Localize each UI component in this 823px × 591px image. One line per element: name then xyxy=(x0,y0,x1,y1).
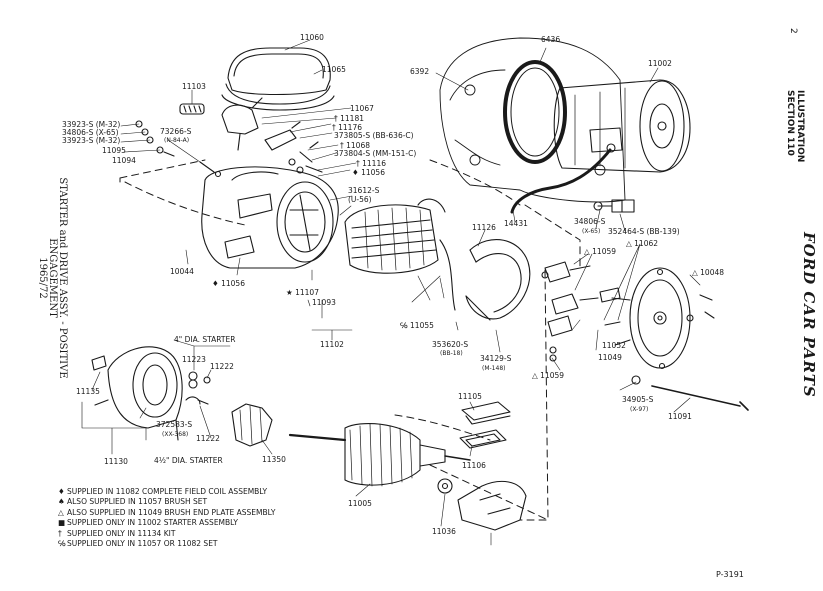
part-label: 33923-S (M-32) xyxy=(62,136,121,145)
part-label: 11067 xyxy=(350,104,374,113)
part-label: 11106 xyxy=(462,461,486,470)
part-label: △ 11059 xyxy=(532,371,565,380)
part-label: △ 11059 xyxy=(584,247,617,256)
part-label: 11094 xyxy=(112,156,136,165)
part-label: △ 11062 xyxy=(626,239,659,248)
part-label: 11103 xyxy=(182,82,206,91)
legend-item: †SUPPLIED ONLY IN 11134 KIT xyxy=(58,528,176,538)
part-label: (M-148) xyxy=(482,365,506,372)
part-label: 31612-S xyxy=(348,186,380,195)
part-label: 34129-S xyxy=(480,354,512,363)
part-label: 11091 xyxy=(668,412,692,421)
section-heading: ILLUSTRATION SECTION 110 xyxy=(785,90,805,163)
legend-item: ♠ALSO SUPPLIED IN 11057 BRUSH SET xyxy=(58,497,208,507)
page-number: 2 xyxy=(788,28,798,34)
washer-11036 xyxy=(437,478,453,494)
part-label: (U-56) xyxy=(348,195,372,204)
part-label: 11005 xyxy=(348,499,372,508)
plunger-lever xyxy=(221,97,263,151)
part-label: 11052 xyxy=(602,341,626,350)
field-coil xyxy=(344,198,456,311)
part-label: 11130 xyxy=(104,457,128,466)
part-label: ♦ 11056 xyxy=(212,279,245,288)
part-label: 373805-S (BB-636-C) xyxy=(334,131,414,140)
part-label: 11102 xyxy=(320,340,344,349)
part-label: † 11068 xyxy=(340,141,370,150)
shift-lever-bracket xyxy=(457,480,527,531)
part-label: † 11181 xyxy=(334,114,364,123)
legend-item: ℅SUPPLIED ONLY IN 11057 OR 11082 SET xyxy=(58,539,218,549)
legend-item: △ALSO SUPPLIED IN 11049 BRUSH END PLATE … xyxy=(58,507,276,517)
part-label: 11093 xyxy=(312,298,336,307)
part-label: 11222 xyxy=(210,362,234,371)
starter-drive-11350 xyxy=(231,403,273,447)
mount-bolt xyxy=(597,199,635,213)
armature-11005 xyxy=(288,423,471,487)
seal-ring-6436 xyxy=(503,60,567,164)
part-label: 11350 xyxy=(262,455,286,464)
part-label: (XX-368) xyxy=(162,431,189,438)
part-label: 11060 xyxy=(300,33,324,42)
end-plate-11049 xyxy=(611,267,694,370)
drive-end-housing xyxy=(91,346,183,441)
brush-cover xyxy=(221,47,335,111)
brand-title: FORD CAR PARTS xyxy=(800,232,818,398)
part-label: ★ 11107 xyxy=(286,288,319,297)
part-label: 73266-S xyxy=(160,127,192,136)
legend-item: ■SUPPLIED ONLY IN 11002 STARTER ASSEMBLY xyxy=(58,518,238,528)
part-label: 33923-S (M-32) xyxy=(62,120,121,129)
part-label: 11036 xyxy=(432,527,456,536)
starter-frame xyxy=(201,166,339,269)
part-label: 6392 xyxy=(410,67,430,76)
starter-motor-11002 xyxy=(553,79,691,173)
part-label: ℅ 11055 xyxy=(400,321,434,330)
part-label: 11095 xyxy=(102,146,126,155)
part-label: 11126 xyxy=(472,223,496,232)
part-label: 11135 xyxy=(76,387,100,396)
legend-item: ♦SUPPLIED IN 11082 COMPLETE FIELD COIL A… xyxy=(58,487,268,496)
part-label: 11049 xyxy=(598,353,622,362)
symbol-legend: ♦SUPPLIED IN 11082 COMPLETE FIELD COIL A… xyxy=(58,487,275,549)
drawing-code: P-3191 xyxy=(716,570,744,579)
through-bolt-11091 xyxy=(651,385,749,411)
part-label: 34806-S (X-65) xyxy=(62,128,119,137)
part-label: 11065 xyxy=(322,65,346,74)
part-label: (X-65) xyxy=(582,228,601,235)
battery-cable-14431 xyxy=(510,148,612,214)
part-label: 10044 xyxy=(170,267,194,276)
part-label: 4" DIA. STARTER xyxy=(174,335,236,344)
part-label: 372583-S xyxy=(156,420,193,429)
part-label: 34806-S xyxy=(574,217,606,226)
part-label: 11223 xyxy=(182,355,206,364)
part-label: 373804-S (MM-151-C) xyxy=(334,149,417,158)
gasket-11106 xyxy=(459,429,507,449)
leader-lines xyxy=(81,39,701,546)
side-title: STARTER and DRIVE ASSY. - POSITIVE ENGAG… xyxy=(37,177,68,379)
part-label: 34905-S xyxy=(622,395,654,404)
assembly-outline xyxy=(119,159,581,521)
part-label: 6436 xyxy=(541,35,561,44)
part-label: 4½" DIA. STARTER xyxy=(154,456,223,465)
part-label: 11222 xyxy=(196,434,220,443)
part-label: (BB-18) xyxy=(440,350,463,357)
part-label: 11002 xyxy=(648,59,672,68)
part-label: † 11116 xyxy=(356,159,386,168)
cover-plate-11105 xyxy=(461,401,511,425)
part-label: 14431 xyxy=(504,219,528,228)
brush-holders xyxy=(541,261,621,362)
part-label: △ 10048 xyxy=(692,268,725,277)
part-label: 353620-S xyxy=(432,340,469,349)
terminal-bolt xyxy=(264,121,319,151)
part-label: ♦ 11056 xyxy=(352,168,385,177)
part-label: (N-84-A) xyxy=(164,137,190,144)
part-label: 352464-S (BB-139) xyxy=(608,227,680,236)
part-label: 11105 xyxy=(458,392,482,401)
brush-band xyxy=(465,238,531,321)
part-label: † 11176 xyxy=(332,123,362,132)
part-label: (X-97) xyxy=(630,406,649,413)
